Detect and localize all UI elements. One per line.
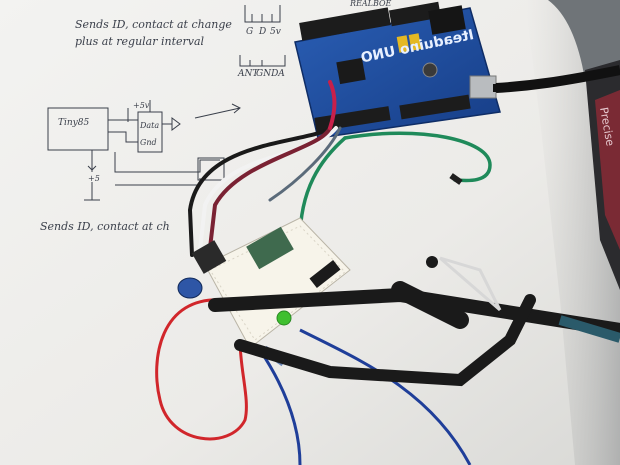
block-label-top: +5 — [88, 174, 100, 183]
pin-label-g: G — [246, 27, 253, 37]
pin-label-d: D — [258, 27, 266, 37]
arduino-board — [294, 1, 501, 139]
capacitor — [177, 277, 203, 299]
oscilloscope-probes — [208, 256, 620, 387]
note-partial-top: REALBOE — [349, 0, 392, 8]
pin-label-ant: ANT — [237, 69, 259, 79]
block-label-data: Data — [139, 121, 159, 130]
rf-module-sketch — [239, 5, 286, 67]
block-label-gnd: Gnd — [140, 138, 157, 147]
voltage-regulator — [191, 240, 227, 274]
pin-label-gnd: GNDA — [256, 69, 285, 79]
note-line-1: Sends ID, contact at change — [75, 18, 232, 31]
chip-label: Tiny85 — [58, 118, 89, 128]
rf-module — [246, 226, 294, 270]
handwritten-notes: Sends ID, contact at change plus at regu… — [40, 0, 392, 233]
ic-chip — [309, 260, 341, 288]
usb-cable — [495, 65, 620, 93]
block-label-5v: +5v — [133, 101, 150, 110]
green-led — [276, 310, 292, 326]
usb-plug — [493, 84, 500, 92]
red-wire-loop — [155, 298, 248, 441]
pin-label-5v: 5v — [270, 27, 281, 37]
note-line-3: Sends ID, contact at ch — [40, 220, 170, 233]
blue-wire — [258, 349, 302, 465]
jumper-wires — [187, 80, 492, 257]
note-line-2: plus at regular interval — [75, 35, 205, 48]
loose-wire-end — [449, 173, 463, 185]
